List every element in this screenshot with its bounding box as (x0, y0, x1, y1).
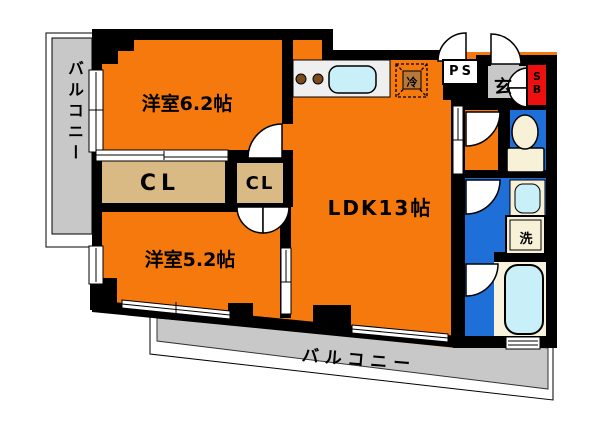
door-shoebox-bottom (508, 87, 529, 108)
closet-right-label: CL (245, 173, 275, 194)
wall-top-entrance-right (519, 55, 548, 66)
door-bathroom (465, 263, 499, 297)
door-shoebox-top (507, 67, 529, 89)
wall-closet-divider (225, 161, 237, 207)
door-room62 (247, 123, 283, 159)
windows (88, 69, 541, 350)
wall-step (322, 29, 333, 60)
pipe-space-label: PS (449, 64, 474, 79)
walls (90, 29, 557, 348)
wall-left (92, 29, 102, 310)
wall-pillar-bottom-mid (228, 303, 253, 317)
wall-closet-right-bottom (237, 203, 293, 207)
bathtub (504, 264, 544, 335)
wall-closet-right (283, 152, 293, 207)
entrance-label: 玄 (494, 77, 512, 98)
balcony-left-label: バルコニー (65, 60, 84, 165)
refrigerator-box (395, 63, 428, 98)
room52-label: 洋室5.2帖 (144, 249, 236, 271)
refrigerator-label: 冷 (406, 76, 418, 89)
washing-machine-inner (509, 219, 542, 251)
wall-kitchen-top (332, 50, 444, 60)
window-line (351, 328, 449, 339)
wall-right (546, 55, 557, 347)
wall-washroom-ldk (451, 180, 465, 340)
stove-burner-icon (312, 73, 324, 85)
wall-closet-bottom (92, 203, 237, 212)
shoe-box-label: S B (532, 70, 542, 96)
closet-left-label: CL (139, 171, 181, 196)
wall-toilet-washroom (461, 170, 548, 178)
shoe-box (526, 63, 548, 107)
closet-left-floor (92, 161, 228, 205)
washbasin-bowl (514, 183, 541, 214)
wall-entrance-left (478, 60, 488, 100)
fixtures (295, 59, 548, 335)
room62-label: 洋室6.2帖 (141, 93, 233, 115)
wall-room62-right (282, 29, 293, 124)
door-washroom (465, 179, 501, 215)
door-pipe-space (437, 32, 467, 62)
doors (236, 32, 529, 297)
unit-floor-orange (92, 29, 557, 348)
stove-burner-icon (295, 73, 307, 85)
kitchen-sink (328, 65, 377, 94)
washing-machine-label: 洗 (519, 232, 533, 247)
wall-washroom-bath (494, 252, 548, 262)
washing-machine-box (505, 215, 546, 255)
wall-under-ps (443, 83, 488, 100)
closet-right-floor (237, 163, 283, 205)
door-entrance (490, 33, 522, 65)
ldk-label: LDK13帖 (327, 196, 433, 220)
balcony-left-floor (51, 37, 93, 235)
wall-bottom-bath (453, 336, 557, 348)
refrigerator-label-box (402, 70, 422, 90)
wall-top (92, 29, 332, 40)
pipe-space-box (442, 59, 479, 85)
door-toilet (465, 111, 501, 147)
toilet-tank (506, 147, 545, 173)
wall-pillar-bottom-ldk (313, 305, 351, 330)
window-bath (505, 336, 541, 350)
toilet-bowl (511, 114, 539, 150)
door-closet-right-leaf2 (262, 206, 290, 234)
